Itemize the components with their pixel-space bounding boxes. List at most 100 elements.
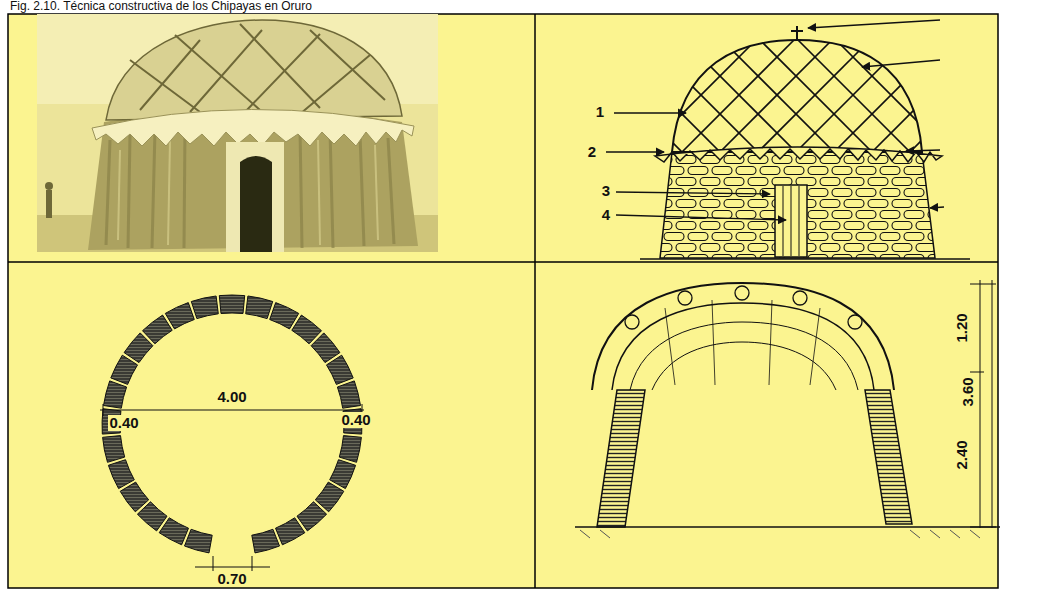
brick (916, 200, 936, 208)
brick (916, 222, 936, 230)
brick (880, 167, 900, 175)
brick (868, 200, 888, 208)
lattice-rope (712, 30, 842, 160)
brick (676, 178, 696, 186)
dimension-label: 0.40 (340, 412, 371, 428)
adobe-block (165, 303, 194, 329)
callout-number: 4 (602, 207, 610, 223)
lattice-rope (978, 30, 1040, 160)
hut-section (575, 280, 1000, 538)
adobe-block (103, 436, 125, 463)
brick (652, 244, 672, 252)
brick (844, 178, 864, 186)
brick (868, 178, 888, 186)
lattice-rope (750, 30, 880, 160)
brick (844, 222, 864, 230)
adobe-block (108, 460, 134, 489)
lattice-rope (636, 30, 766, 160)
brick (652, 222, 672, 230)
dimension-label: 0.40 (108, 415, 139, 431)
lattice-rope (864, 30, 994, 160)
brick (820, 178, 840, 186)
brick (736, 233, 756, 241)
lattice-rope (902, 30, 1032, 160)
brick (940, 222, 960, 230)
adobe-block (327, 355, 354, 384)
brick (676, 244, 696, 252)
callout-number: 1 (596, 104, 604, 120)
brick (844, 200, 864, 208)
brick (844, 244, 864, 252)
brick (652, 178, 672, 186)
brick (832, 211, 852, 219)
adobe-block (219, 295, 244, 314)
brick (748, 200, 768, 208)
lattice-rope (940, 30, 1040, 160)
brick (808, 167, 828, 175)
brick (724, 222, 744, 230)
brick (640, 211, 660, 219)
adobe-block (276, 518, 305, 545)
lattice-rope (978, 30, 1040, 160)
brick (652, 200, 672, 208)
adobe-block (111, 355, 138, 384)
dimension-label: 4.00 (216, 389, 247, 405)
hut-elevation (560, 20, 1040, 263)
adobe-block (252, 529, 280, 553)
brick (748, 244, 768, 252)
brick (736, 189, 756, 197)
brick (940, 200, 960, 208)
brick (700, 178, 720, 186)
lattice-rope (864, 30, 994, 160)
hut-photo (37, 14, 438, 252)
brick (676, 200, 696, 208)
brick (856, 233, 876, 241)
brick (832, 233, 852, 241)
brick (880, 211, 900, 219)
brick (928, 211, 948, 219)
brick (928, 167, 948, 175)
lattice-rope (750, 30, 880, 160)
brick (724, 200, 744, 208)
brick (868, 244, 888, 252)
brick (892, 222, 912, 230)
brick (832, 189, 852, 197)
brick (832, 167, 852, 175)
brick (820, 222, 840, 230)
brick (712, 189, 732, 197)
brick (784, 167, 804, 175)
adobe-block (191, 296, 218, 319)
adobe-block (246, 296, 273, 319)
brick (664, 167, 684, 175)
brick (904, 211, 924, 219)
adobe-block (297, 502, 327, 531)
brick (856, 189, 876, 197)
brick (808, 233, 828, 241)
brick (940, 156, 960, 164)
lattice-rope (902, 30, 1032, 160)
grid-frame (8, 14, 998, 588)
dimension-label: 0.70 (216, 571, 247, 587)
brick (760, 167, 780, 175)
adobe-block (339, 436, 361, 463)
adobe-block (120, 482, 149, 512)
adobe-block (104, 381, 127, 408)
brick (700, 222, 720, 230)
brick (688, 233, 708, 241)
brick (712, 167, 732, 175)
brick (664, 233, 684, 241)
brick (724, 178, 744, 186)
adobe-block (143, 315, 173, 344)
lattice-rope (788, 30, 918, 160)
brick (808, 189, 828, 197)
brick (736, 167, 756, 175)
brick (700, 244, 720, 252)
brick (940, 244, 960, 252)
adobe-block (330, 460, 356, 489)
lattice-rope (560, 30, 690, 160)
brick (928, 189, 948, 197)
lattice-rope (636, 30, 766, 160)
lattice-rope (1016, 30, 1040, 160)
brick (808, 211, 828, 219)
callout-number: 2 (588, 144, 596, 160)
